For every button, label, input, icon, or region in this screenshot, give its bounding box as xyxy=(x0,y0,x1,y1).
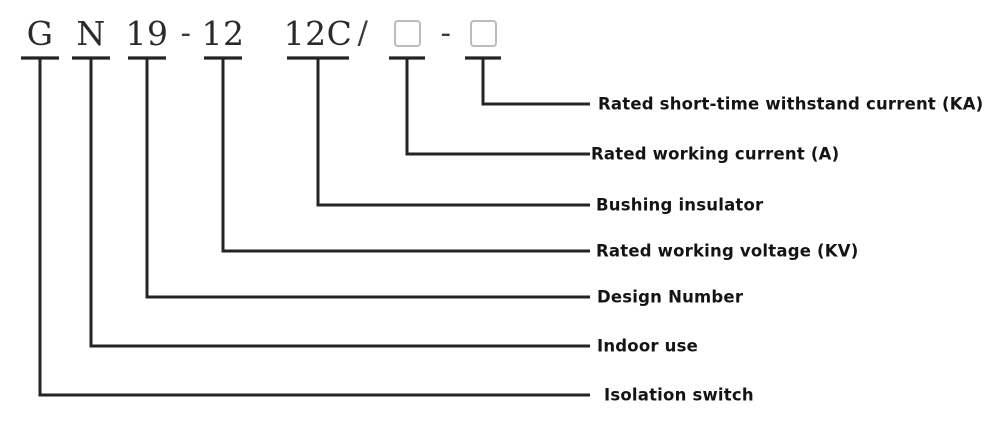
leader-polyline-group xyxy=(38,58,590,397)
leader-line-g xyxy=(38,58,590,397)
code-separator-slash: / xyxy=(357,15,369,51)
empty-code-box-box1 xyxy=(393,20,421,47)
l-design-number: Design Number xyxy=(597,287,744,307)
code-token-n: N xyxy=(76,14,106,53)
code-token-g: G xyxy=(26,14,54,53)
code-token-c12c: 12C xyxy=(283,14,353,53)
l-indoor-use: Indoor use xyxy=(597,336,699,356)
leader-line-c12c xyxy=(316,58,590,207)
l-working-voltage: Rated working voltage (KV) xyxy=(596,241,859,261)
leader-line-d19 xyxy=(145,58,590,299)
leader-line-n xyxy=(89,58,590,348)
code-separator-dash2: - xyxy=(440,15,452,51)
l-working-current: Rated working current (A) xyxy=(591,144,840,164)
code-separator-dash1: - xyxy=(180,15,192,51)
code-token-d12: 12 xyxy=(201,14,245,53)
leader-line-d12 xyxy=(221,58,590,253)
l-isolation-switch: Isolation switch xyxy=(604,385,754,405)
l-short-time-current: Rated short-time withstand current (KA) xyxy=(598,94,984,114)
empty-code-box-box2 xyxy=(469,20,497,47)
leader-line-box2 xyxy=(481,58,590,106)
l-bushing-insulator: Bushing insulator xyxy=(596,195,764,215)
code-token-d19: 19 xyxy=(125,14,169,53)
leader-line-box1 xyxy=(405,58,590,156)
